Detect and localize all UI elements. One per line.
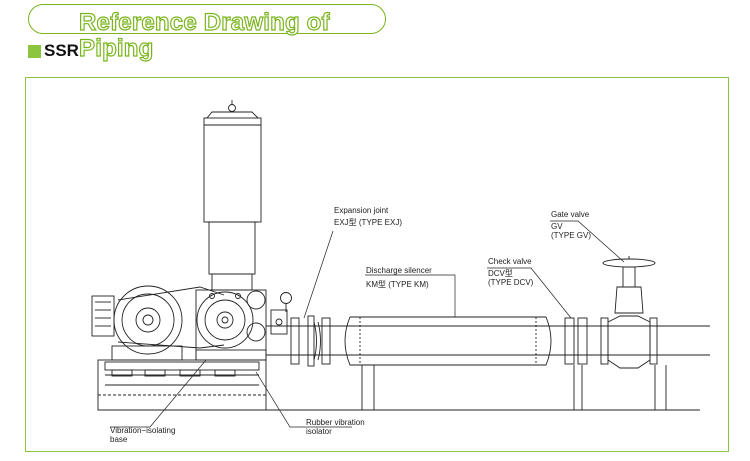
discharge-silencer: [344, 316, 552, 366]
section-label: SSR: [44, 41, 79, 60]
vibration-base-label-2: base: [110, 435, 128, 444]
check-valve-type2: (TYPE DCV): [488, 278, 534, 287]
pipe-supports: [361, 365, 667, 410]
vibration-isolating-base: [97, 359, 267, 411]
suction-silencer: [203, 100, 262, 275]
discharge-silencer-label: Discharge silencer: [366, 266, 432, 275]
gate-valve-type: GV: [551, 222, 563, 231]
section-heading: SSR: [28, 41, 79, 60]
gate-valve-type2: (TYPE GV): [551, 231, 591, 240]
page-title: Reference Drawing of Piping: [78, 9, 330, 62]
discharge-silencer-type: KM型 (TYPE KM): [366, 280, 429, 289]
motor: [91, 285, 225, 361]
leader-lines: [110, 220, 625, 428]
gate-valve: [600, 256, 658, 369]
check-valve-label: Check valve: [488, 257, 532, 266]
blower: [195, 273, 267, 361]
pressure-gauge: [270, 292, 292, 335]
drawing-frame: [25, 77, 729, 452]
gate-valve-label: Gate valve: [551, 210, 590, 219]
expansion-joint-label: Expansion joint: [334, 206, 389, 215]
expansion-joint: [290, 315, 331, 367]
title-banner: Reference Drawing of Piping: [28, 4, 386, 62]
rubber-isolator-label-2: isolator: [306, 427, 332, 436]
check-valve: [564, 317, 588, 365]
section-marker-icon: [28, 44, 41, 58]
discharge-pipe: [266, 325, 710, 356]
check-valve-type: DCV型: [488, 269, 513, 278]
rubber-isolator-label: Rubber vibration: [306, 418, 365, 427]
expansion-joint-type: EXJ型 (TYPE EXJ): [334, 218, 402, 227]
vibration-base-label: Vibration−isolating: [110, 426, 175, 435]
